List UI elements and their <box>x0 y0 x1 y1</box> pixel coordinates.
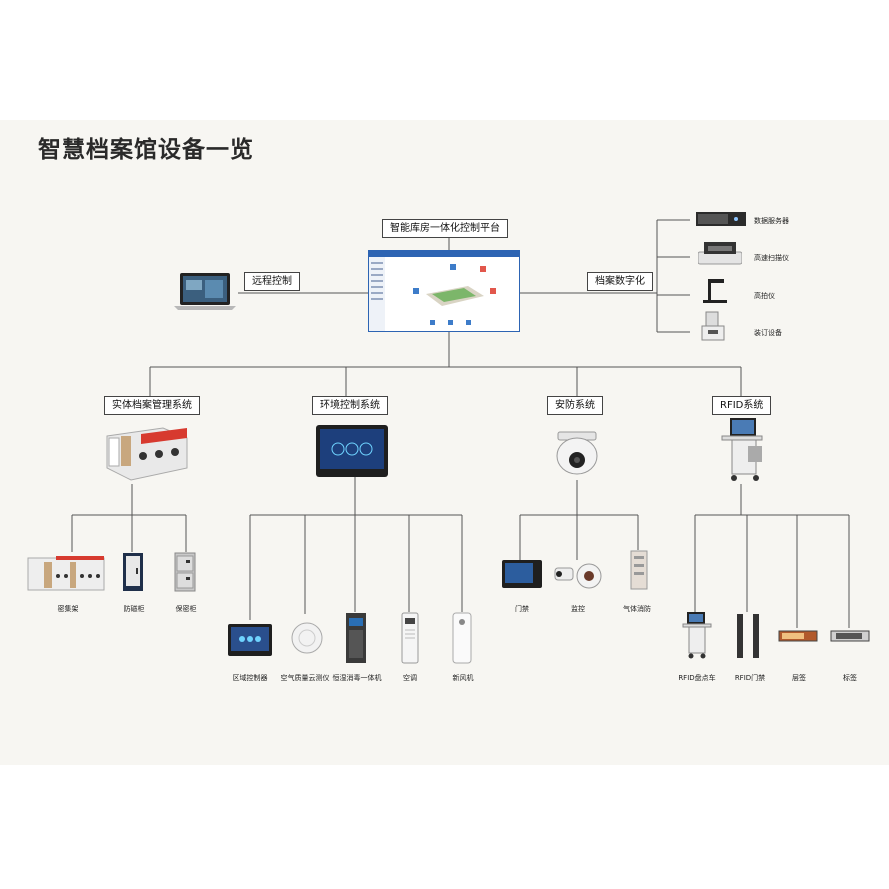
device-label: 防磁柜 <box>123 605 145 613</box>
digital-item-label: 数据服务器 <box>754 217 789 225</box>
device-label: 气体消防 <box>623 605 651 613</box>
system-label: RFID系统 <box>712 396 772 415</box>
air-conditioner-icon <box>401 612 419 664</box>
scanner-icon <box>698 242 742 265</box>
device-label: 恒湿消毒一体机 <box>332 674 382 682</box>
device-label: 层签 <box>792 674 806 682</box>
device-label: 新风机 <box>452 674 474 682</box>
environment-panel-icon <box>316 425 388 477</box>
area-controller-icon <box>228 624 272 656</box>
data-server-icon <box>696 212 746 226</box>
device-label: 区域控制器 <box>232 674 268 682</box>
secure-cabinet-icon <box>174 552 196 592</box>
air-quality-sensor-icon <box>291 622 323 654</box>
fresh-air-unit-icon <box>452 612 472 664</box>
label-tag-icon <box>830 630 870 642</box>
page-title: 智慧档案馆设备一览 <box>38 136 254 163</box>
rfid-inventory-cart-icon <box>682 612 712 659</box>
system-label: 安防系统 <box>547 396 603 415</box>
device-label: 密集架 <box>57 605 79 613</box>
digitization-label: 档案数字化 <box>587 272 653 291</box>
device-label: 空调 <box>403 674 417 682</box>
security-camera-icon <box>556 431 598 475</box>
device-label: 门禁 <box>515 605 529 613</box>
compact-shelving-icon <box>27 556 105 591</box>
binding-machine-icon <box>701 311 725 341</box>
magnetic-cabinet-icon <box>123 553 143 591</box>
device-label: 空气质量云测仪 <box>280 674 330 682</box>
control-platform-screen <box>368 250 520 332</box>
gas-fire-suppression-icon <box>630 550 648 590</box>
compact-shelving-icon <box>106 427 188 481</box>
remote-control-label: 远程控制 <box>244 272 300 291</box>
system-label: 环境控制系统 <box>312 396 388 415</box>
rfid-gate-icon <box>737 614 759 658</box>
system-label: 实体档案管理系统 <box>104 396 200 415</box>
humidity-disinfection-unit-icon <box>346 613 366 663</box>
document-camera-icon <box>703 279 727 303</box>
digital-item-label: 高速扫描仪 <box>754 254 789 262</box>
device-label: 保密柜 <box>175 605 197 613</box>
laptop-icon <box>174 273 236 310</box>
digital-item-label: 装订设备 <box>754 329 782 337</box>
device-label: RFID盘点车 <box>678 674 716 682</box>
device-label: 监控 <box>571 605 585 613</box>
rfid-terminal-icon <box>721 418 763 481</box>
surveillance-camera-icon <box>554 563 602 589</box>
digital-item-label: 高拍仪 <box>754 292 775 300</box>
control-platform-label: 智能库房一体化控制平台 <box>382 219 508 238</box>
shelf-tag-icon <box>778 630 818 642</box>
device-label: 标签 <box>843 674 857 682</box>
access-control-icon <box>502 560 542 588</box>
device-label: RFID门禁 <box>734 674 766 682</box>
